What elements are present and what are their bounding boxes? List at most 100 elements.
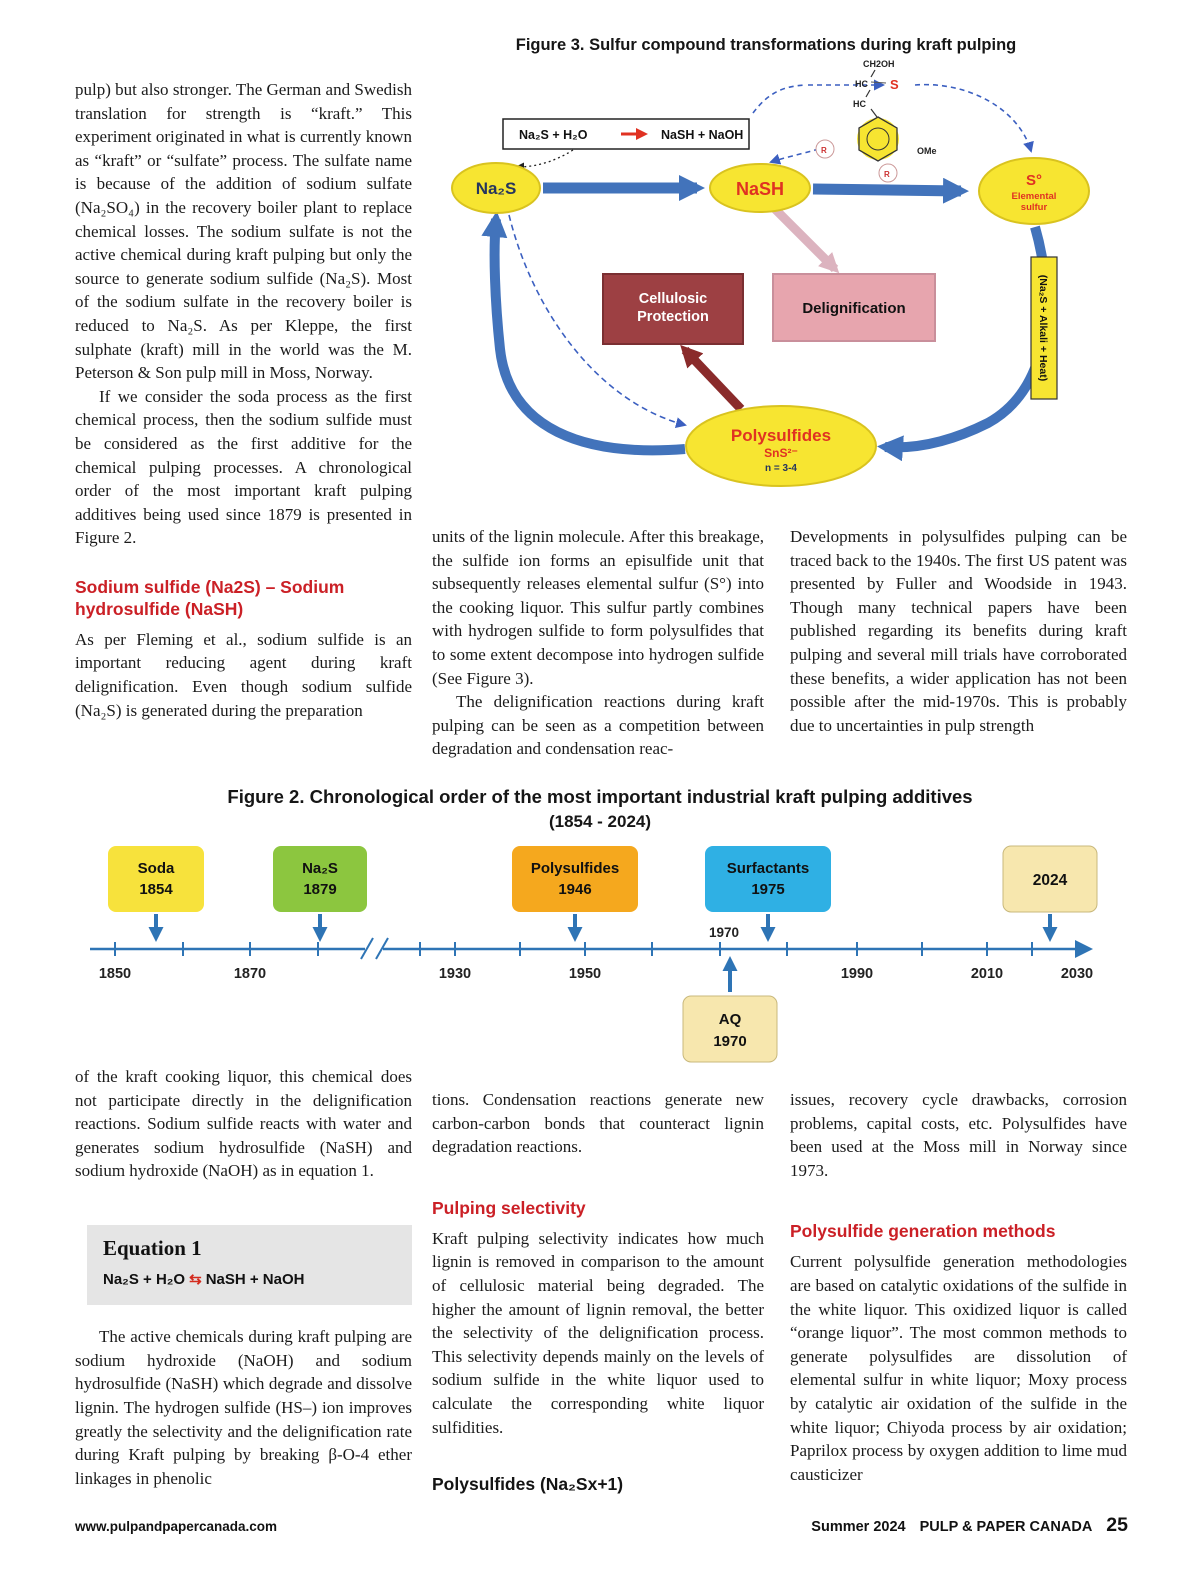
equation-rhs: NaSH + NaOH (205, 1270, 305, 1288)
na2s-alkali-heat-label: (Na₂S + Alkali + Heat) (1030, 256, 1058, 400)
column-middle-top: units of the lignin molecule. After this… (432, 525, 764, 761)
event-year: 1854 (139, 881, 173, 898)
column-left-bottom: of the kraft cooking liquor, this chemic… (75, 1065, 412, 1490)
reaction-equation-box: Na₂S + H₂O NaSH + NaOH (502, 118, 750, 150)
figure2-caption-range: (1854 - 2024) (548, 812, 652, 831)
node-nash: NaSH (709, 163, 811, 213)
paragraph: As per Fleming et al., sodium sulfide is… (75, 629, 412, 720)
event-polysulfides: Polysulfides 1946 (512, 846, 638, 942)
axis-label-1990: 1990 (841, 966, 873, 982)
axis-label-2010: 2010 (971, 966, 1003, 982)
column-middle-bottom: tions. Condensation reactions generate n… (432, 1088, 764, 1497)
dashed-arrow-to-nash (769, 148, 820, 165)
event-label: AQ (719, 1011, 742, 1028)
polysulfides-label: Polysulfides (731, 426, 831, 445)
figure3: Figure 3. Sulfur compound transformation… (420, 36, 1112, 514)
axis-label-1950: 1950 (569, 966, 601, 982)
r-group-label: R (884, 170, 890, 179)
sulfur-atom-label: S (890, 77, 899, 92)
heading-polysulfide-generation: Polysulfide generation methods (790, 1221, 1056, 1242)
r-group-circle (878, 163, 898, 183)
figure2-caption: Figure 2. Chronological order of the mos… (227, 786, 973, 807)
node-nash-label: NaSH (736, 179, 784, 199)
column-right-bottom: issues, recovery cycle drawbacks, corros… (790, 1088, 1127, 1486)
event-label: 2024 (1033, 872, 1068, 889)
event-na2s: Na₂S 1879 (273, 846, 367, 942)
ome-label: OMe (917, 146, 937, 156)
equation-lhs: Na₂S + H₂O (103, 1270, 186, 1288)
benzene-inner-circle (866, 127, 890, 151)
dashed-arrow-to-elemental-sulfur (914, 83, 1034, 153)
node-na2s-label: Na₂S (476, 179, 517, 198)
node-s-label: S° (1026, 172, 1042, 189)
event-year: 1970 (713, 1033, 746, 1050)
paragraph: If we consider the soda process as the f… (75, 386, 412, 548)
arrow-nash-to-delignification (771, 205, 840, 274)
delignification-label: Delignification (802, 300, 905, 317)
column-right-top: Developments in polysulfides pulping can… (790, 525, 1127, 737)
event-label: Surfactants (727, 860, 810, 877)
paragraph: of the kraft cooking liquor, this chemic… (75, 1067, 412, 1181)
figure2-timeline: 1850 1870 1930 1950 1990 2010 2030 1970 … (90, 845, 1098, 1063)
paragraph: The delignification reactions during kra… (432, 692, 764, 759)
axis-label-1850: 1850 (99, 966, 131, 982)
paragraph: tions. Condensation reactions generate n… (432, 1090, 764, 1157)
event-label: Na₂S (302, 860, 338, 877)
heading-pulping-selectivity: Pulping selectivity (432, 1197, 586, 1218)
reaction-lhs: Na₂S + H₂O (519, 128, 588, 142)
arrow-polysulfides-to-cellulosic (680, 344, 745, 413)
event-year: 1946 (558, 881, 591, 898)
dashed-arrow-na2s-to-polysulfides (508, 214, 687, 429)
event-soda: Soda 1854 (108, 846, 204, 942)
paragraph: The active chemicals during kraft pulpin… (75, 1327, 412, 1488)
lignin-structure: CH2OH HC HC S OMe R R (815, 59, 937, 183)
event-aq: AQ 1970 (682, 956, 778, 1063)
column-left-top: pulp) but also stronger. The German and … (75, 78, 412, 722)
benzene-ring-fill (857, 118, 899, 160)
node-na2s: Na₂S (451, 162, 541, 214)
axis-label-1870: 1870 (234, 966, 266, 982)
node-s-sub1: Elemental (1012, 191, 1057, 202)
event-label: Polysulfides (531, 860, 619, 877)
figure3-diagram: CH2OH HC HC S OMe R R Na₂S + H₂O NaSH + … (451, 59, 1090, 487)
paragraph: units of the lignin molecule. After this… (432, 527, 764, 688)
paragraph: Kraft pulping selectivity indicates how … (432, 1228, 764, 1437)
equation-1-box: Equation 1 Na₂S + H₂O⇆NaSH + NaOH (87, 1224, 412, 1306)
figure3-caption: Figure 3. Sulfur compound transformation… (515, 36, 1017, 54)
footer-url: www.pulpandpapercanada.com (75, 1519, 278, 1534)
axis-ticks (114, 942, 1078, 956)
polysulfides-n: n = 3-4 (765, 463, 797, 474)
footer-issue: Summer 2024 (811, 1519, 906, 1535)
ch2oh-label: CH2OH (863, 59, 895, 69)
event-label: Soda (138, 860, 175, 877)
axis-label-1930: 1930 (439, 966, 471, 982)
side-label-text: (Na₂S + Alkali + Heat) (1037, 275, 1049, 381)
event-year: 1879 (303, 881, 336, 898)
event-year: 1975 (751, 881, 784, 898)
timeline-axis (90, 937, 1093, 960)
cellulosic-protection-box: Cellulosic Protection (602, 273, 744, 345)
paragraph: issues, recovery cycle drawbacks, corros… (790, 1090, 1127, 1180)
label-1970-marker: 1970 (709, 925, 739, 940)
benzene-hexagon (858, 116, 898, 162)
cellulosic-label-2: Protection (637, 309, 709, 325)
reaction-rhs: NaSH + NaOH (661, 128, 743, 142)
arrow-nash-to-s (812, 177, 969, 204)
footer-brand: PULP & PAPER CANADA (919, 1519, 1093, 1535)
event-surfactants: Surfactants 1975 (705, 846, 831, 942)
delignification-box: Delignification (772, 273, 936, 342)
node-polysulfides: Polysulfides SnS²⁻ n = 3-4 (685, 405, 877, 487)
dotted-arrow-to-na2s (515, 149, 574, 172)
polysulfides-formula: SnS²⁻ (764, 446, 798, 460)
paragraph: pulp) but also stronger. The German and … (75, 80, 412, 383)
dashed-connector (752, 84, 807, 114)
hc-label: HC (853, 99, 866, 109)
hc-label: HC (855, 79, 868, 89)
footer-right: Summer 2024 PULP & PAPER CANADA 25 (811, 1514, 1128, 1537)
recycle-arrow-polysulfides-to-na2s (481, 211, 686, 456)
footer-page-number: 25 (1106, 1514, 1128, 1536)
r-group-label: R (821, 146, 827, 155)
cellulosic-label-1: Cellulosic (639, 291, 708, 307)
axis-labels: 1850 1870 1930 1950 1990 2010 2030 (99, 966, 1093, 982)
